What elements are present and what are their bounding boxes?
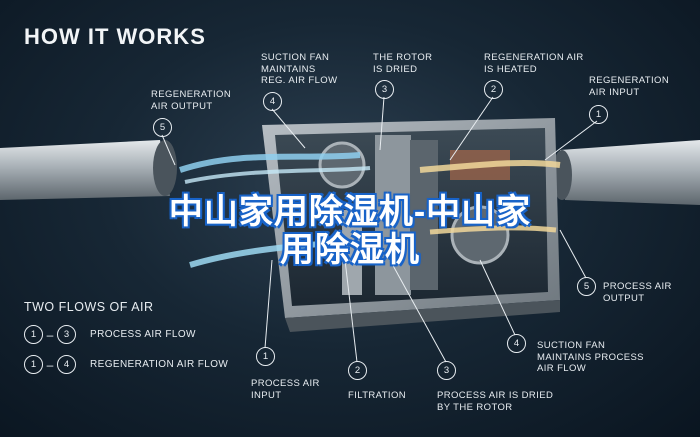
callout-badge-2-bottom: 2 <box>348 361 367 380</box>
callout-badge-3-bottom: 3 <box>437 361 456 380</box>
rotor-housing <box>410 140 438 290</box>
flow-dash: – <box>46 357 54 372</box>
regeneration-airflow-ribbon-2 <box>184 166 371 184</box>
flow-badge-start: 1 <box>24 355 43 374</box>
flow-label-regeneration: REGENERATION AIR FLOW <box>90 359 229 370</box>
callout-badge-1-bottom: 1 <box>256 347 275 366</box>
callout-process-air-input: PROCESS AIR INPUT <box>251 378 320 401</box>
flow-row-regeneration: 1 – 4 REGENERATION AIR FLOW <box>24 355 228 374</box>
callout-process-air-dried: PROCESS AIR IS DRIED BY THE ROTOR <box>437 390 554 413</box>
flow-badge-end: 4 <box>57 355 76 374</box>
callout-leaders <box>161 96 598 363</box>
page-heading: HOW IT WORKS <box>24 24 206 49</box>
flow-dash: – <box>46 327 54 342</box>
right-duct <box>560 140 700 205</box>
callout-badge-3: 3 <box>375 80 394 99</box>
regeneration-airflow-ribbon <box>179 152 361 173</box>
callout-badge-5: 5 <box>153 118 172 137</box>
rotor <box>375 135 411 295</box>
callout-suction-fan-process: SUCTION FAN MAINTAINS PROCESS AIR FLOW <box>537 340 644 374</box>
left-duct-opening <box>153 140 177 196</box>
callout-process-air-output: PROCESS AIR OUTPUT <box>603 281 672 304</box>
left-duct <box>0 140 170 200</box>
overlay-title-line1: 中山家用除湿机-中山家 <box>168 193 532 231</box>
flow-badge-end: 3 <box>57 325 76 344</box>
process-airflow-ribbon <box>189 239 351 268</box>
callout-rotor-dried: THE ROTOR IS DRIED <box>373 52 433 75</box>
callout-badge-4: 4 <box>263 92 282 111</box>
callout-suction-fan-reg: SUCTION FAN MAINTAINS REG. AIR FLOW <box>261 52 338 86</box>
callout-badge-2: 2 <box>484 80 503 99</box>
overlay-title-line2: 用除湿机 <box>280 231 420 269</box>
callout-regeneration-air-input: REGENERATION AIR INPUT <box>589 75 670 98</box>
callout-filtration: FILTRATION <box>348 390 407 401</box>
callout-regeneration-air-heated: REGENERATION AIR IS HEATED <box>484 52 584 75</box>
callout-badge-1: 1 <box>589 105 608 124</box>
dried-airflow-ribbon <box>429 225 557 235</box>
flow-label-process: PROCESS AIR FLOW <box>90 329 196 340</box>
callout-badge-4-bottom: 4 <box>507 334 526 353</box>
flow-row-process: 1 – 3 PROCESS AIR FLOW <box>24 325 196 344</box>
cabinet-base <box>285 300 560 332</box>
process-fan <box>450 205 510 265</box>
heated-airflow-ribbon <box>419 159 561 173</box>
flows-legend-title: TWO FLOWS OF AIR <box>24 300 154 314</box>
callout-regeneration-air-output: REGENERATION AIR OUTPUT <box>151 89 232 112</box>
regeneration-fan <box>318 141 366 189</box>
callout-badge-5-bottom: 5 <box>577 277 596 296</box>
flow-badge-start: 1 <box>24 325 43 344</box>
